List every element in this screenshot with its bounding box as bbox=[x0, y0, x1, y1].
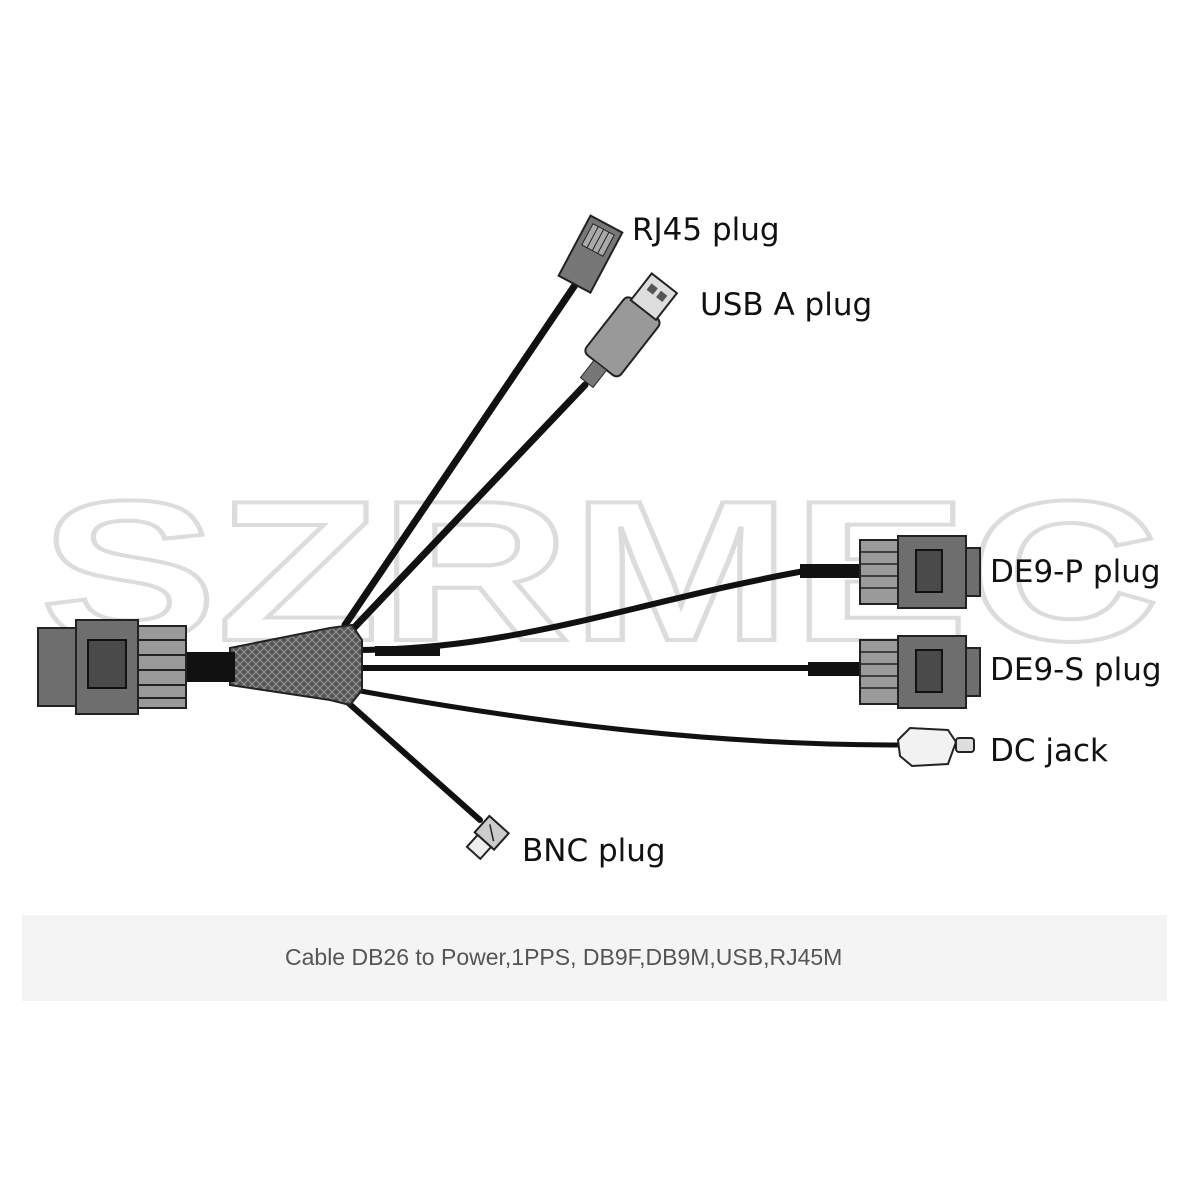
sleeve-de9s-end bbox=[808, 662, 862, 676]
db26-connector bbox=[37, 619, 187, 715]
label-usb-a-plug: USB A plug bbox=[700, 287, 873, 323]
label-rj45-plug: RJ45 plug bbox=[632, 212, 780, 248]
label-bnc-plug: BNC plug bbox=[522, 833, 666, 869]
usb-a-plug-icon bbox=[579, 272, 679, 389]
caption: Cable DB26 to Power,1PPS, DB9F,DB9M,USB,… bbox=[285, 944, 843, 970]
de9-p-plug-icon bbox=[859, 535, 981, 609]
cable-dc bbox=[352, 687, 903, 748]
caption-band bbox=[22, 915, 1167, 1001]
cable-rj45 bbox=[341, 281, 579, 629]
label-de9-p-plug: DE9-P plug bbox=[990, 554, 1161, 590]
main-cable bbox=[185, 652, 235, 682]
label-de9-s-plug: DE9-S plug bbox=[990, 652, 1162, 688]
cable-bnc bbox=[342, 697, 483, 823]
sleeve-de9p bbox=[375, 646, 440, 656]
sleeve-de9p-end bbox=[800, 564, 862, 578]
de9-s-plug-icon bbox=[859, 635, 981, 709]
label-dc-jack: DC jack bbox=[990, 733, 1108, 769]
dc-jack-icon bbox=[896, 726, 975, 768]
rj45-plug-icon bbox=[557, 214, 624, 294]
cable-usb bbox=[346, 381, 589, 636]
cable-hub bbox=[229, 623, 363, 707]
bnc-plug-icon bbox=[465, 814, 511, 861]
